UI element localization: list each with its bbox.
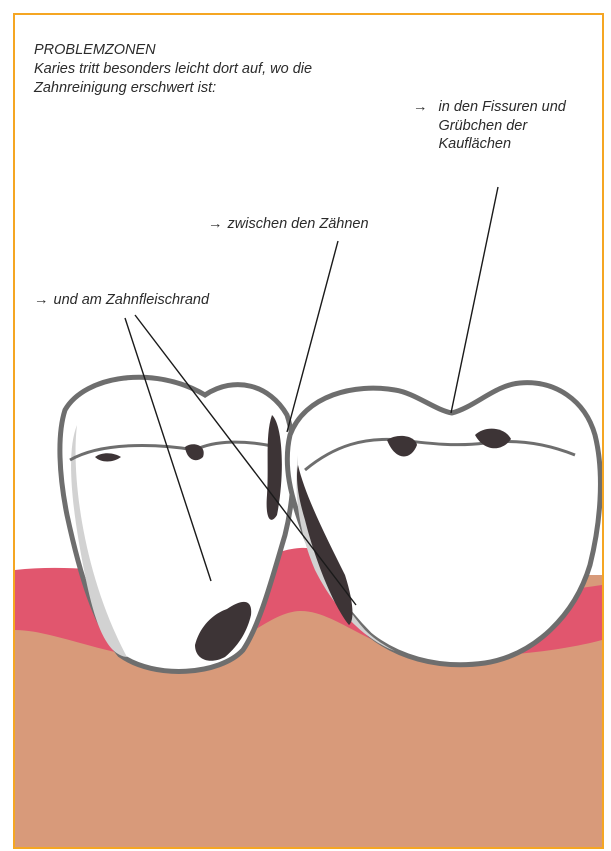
heading: PROBLEMZONEN — [34, 41, 156, 60]
arrow-right-icon: → — [413, 98, 428, 154]
label-gumline-text: und am Zahnfleischrand — [54, 291, 210, 310]
label-between-teeth: → zwischen den Zähnen — [208, 215, 369, 234]
pointer-line-fissures — [451, 187, 498, 413]
arrow-right-icon: → — [208, 215, 223, 234]
label-between-teeth-text: zwischen den Zähnen — [228, 215, 369, 234]
intro-text: Karies tritt besonders leicht dort auf, … — [34, 60, 364, 97]
arrow-right-icon: → — [34, 291, 49, 310]
illustration-frame: PROBLEMZONEN Karies tritt besonders leic… — [13, 13, 604, 849]
label-fissures: → in den Fissuren und Grübchen der Kaufl… — [413, 98, 599, 154]
label-gumline: → und am Zahnfleischrand — [34, 291, 209, 310]
label-fissures-text: in den Fissuren und Grübchen der Kaufläc… — [433, 98, 599, 154]
